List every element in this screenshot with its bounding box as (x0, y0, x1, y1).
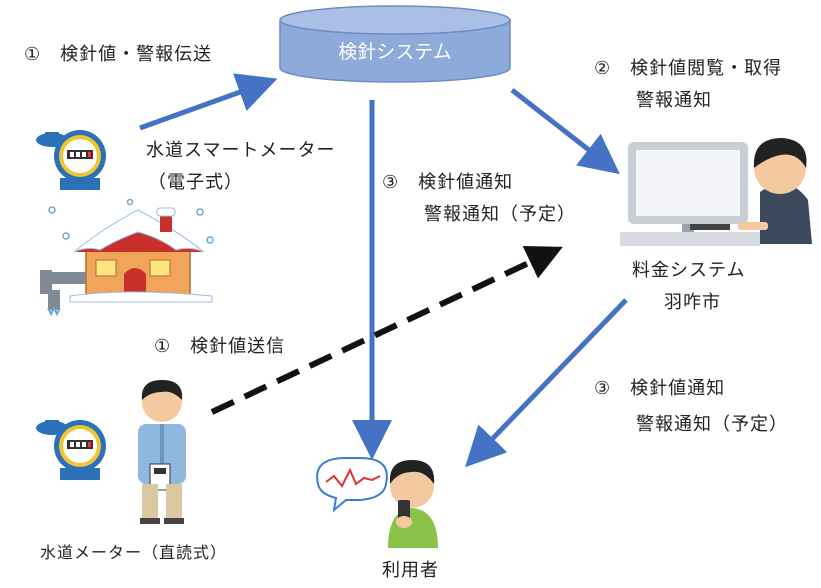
metering-system-database: 検針システム (279, 5, 511, 83)
arrow-meter-to-system (139, 73, 278, 131)
meter-reader-person-icon (138, 380, 186, 524)
label-step3-right-line2: 警報通知（予定） (636, 414, 788, 435)
arrow-system-to-billing (510, 88, 620, 175)
smartphone-user-icon (316, 457, 438, 548)
water-meter-icon (36, 420, 106, 480)
label-step2-line1: ② 検針値閲覧・取得 (594, 58, 783, 79)
label-step1-send: ① 検針値送信 (154, 336, 286, 357)
snowy-house-icon (40, 198, 214, 317)
office-worker-computer-icon (620, 138, 812, 246)
arrow-billing-to-user (465, 298, 628, 468)
label-step3-center-line2: 警報通知（予定） (424, 204, 576, 225)
label-step1-transmit: ① 検針値・警報伝送 (24, 44, 213, 65)
label-smart-meter-type: （電子式） (148, 172, 243, 193)
label-user: 利用者 (382, 560, 439, 581)
smart-water-meter-icon (36, 130, 106, 190)
label-step2-line2: 警報通知 (636, 90, 712, 111)
system-name: 検針システム (338, 41, 451, 63)
label-smart-meter: 水道スマートメーター (146, 140, 336, 161)
label-manual-meter: 水道メーター（直読式） (40, 543, 228, 562)
label-step3-center-line1: ③ 検針値通知 (382, 172, 514, 193)
label-step3-right-line1: ③ 検針値通知 (594, 378, 726, 399)
label-city: 羽咋市 (664, 292, 721, 313)
label-billing-system: 料金システム (632, 260, 746, 281)
arrow-reader-to-billing (210, 245, 563, 415)
